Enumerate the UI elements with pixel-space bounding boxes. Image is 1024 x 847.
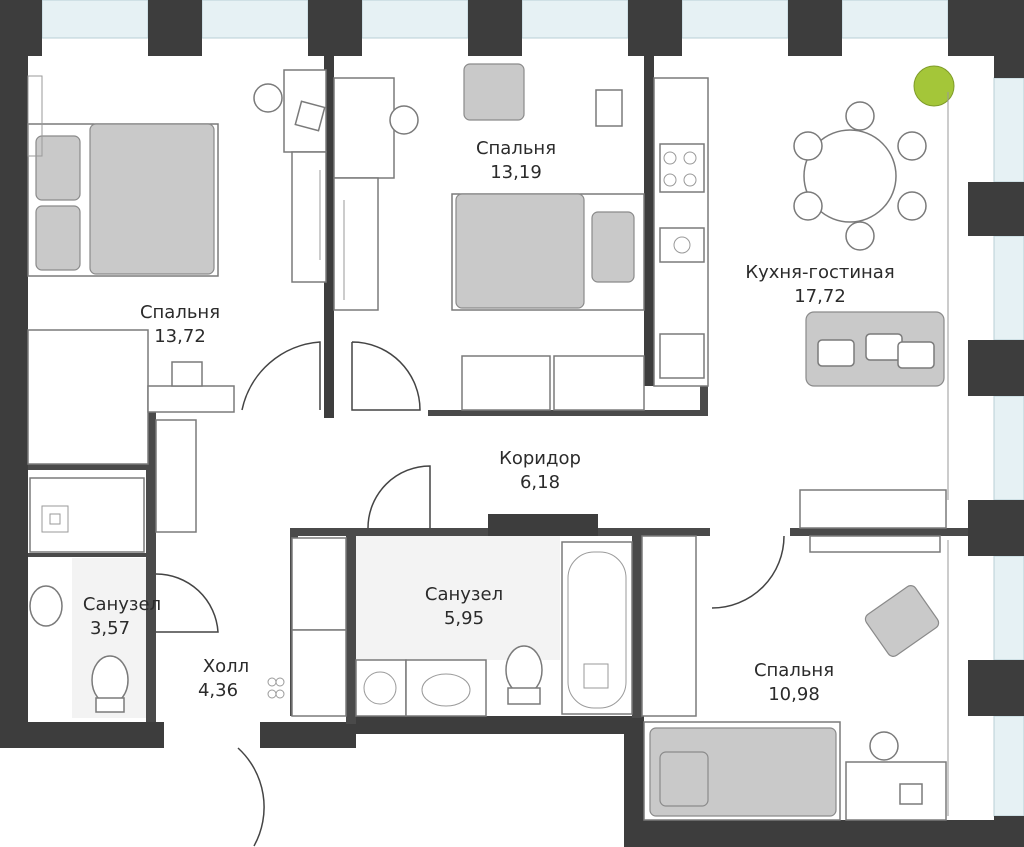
room-area-bathroom-1: 3,57 xyxy=(90,618,130,639)
bedroom-3-furniture xyxy=(641,489,949,821)
room-area-bedroom-2: 13,19 xyxy=(490,162,542,183)
bedroom-1-furniture xyxy=(27,69,327,465)
top-windows xyxy=(41,0,949,39)
hall-wardrobe xyxy=(267,537,347,717)
room-area-bedroom-3: 10,98 xyxy=(768,684,820,705)
room-area-bathroom-2: 5,95 xyxy=(444,608,484,629)
plant-icon xyxy=(913,65,955,107)
room-name-kitchen-living: Кухня-гостиная xyxy=(745,262,894,283)
room-name-hall: Холл xyxy=(203,656,249,677)
kitchen-furniture xyxy=(653,65,955,500)
doors xyxy=(155,341,785,847)
right-windows xyxy=(993,77,1024,817)
room-name-bedroom-3: Спальня xyxy=(754,660,834,681)
room-area-bedroom-1: 13,72 xyxy=(154,326,206,347)
bedroom-2-furniture xyxy=(333,63,645,411)
room-area-kitchen-living: 17,72 xyxy=(794,286,846,307)
room-name-bedroom-2: Спальня xyxy=(476,138,556,159)
bathroom-1-fixtures xyxy=(29,477,146,718)
bathroom-2-fixtures xyxy=(355,536,633,717)
room-area-hall: 4,36 xyxy=(198,680,238,701)
corridor-cabinet xyxy=(155,419,197,533)
room-name-bedroom-1: Спальня xyxy=(140,302,220,323)
room-name-corridor: Коридор xyxy=(499,448,581,469)
room-name-bathroom-1: Санузел xyxy=(83,594,161,615)
room-name-bathroom-2: Санузел xyxy=(425,584,503,605)
room-area-corridor: 6,18 xyxy=(520,472,560,493)
